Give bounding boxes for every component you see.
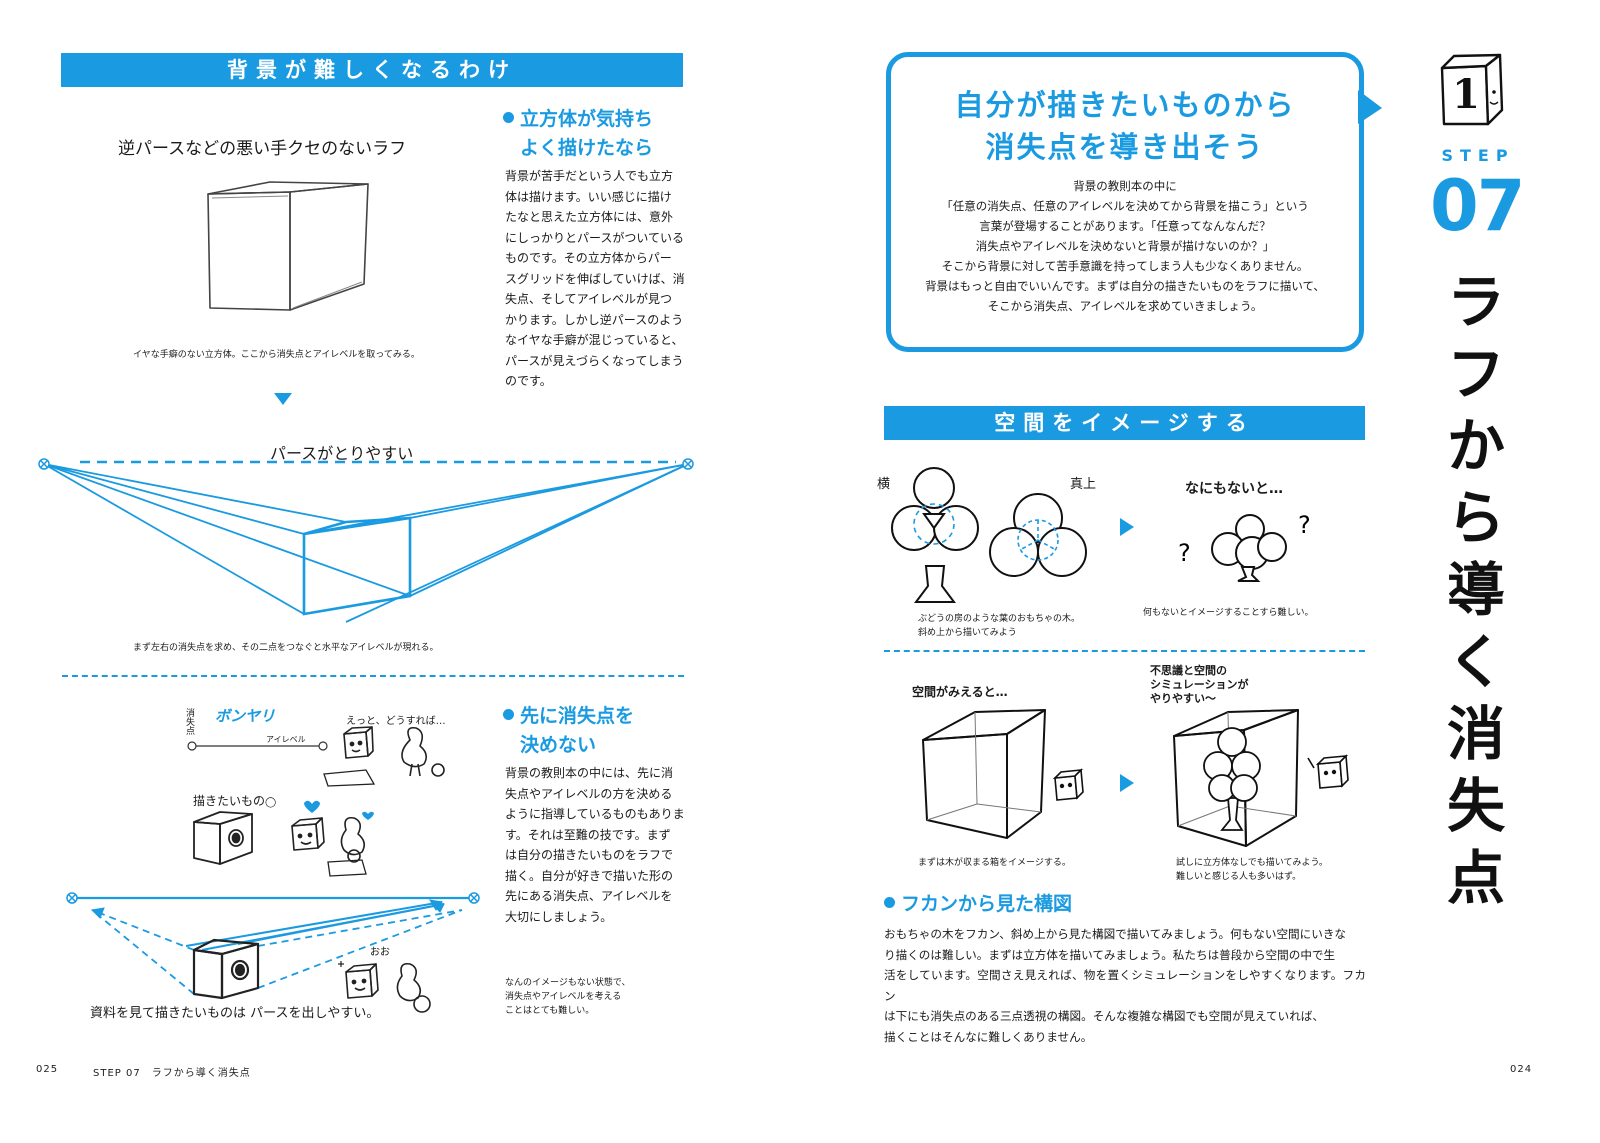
perspective-label: パースがとりやすい xyxy=(270,444,414,463)
page-number-right: 024 xyxy=(1510,1064,1533,1075)
reference-perspective-diagram xyxy=(66,892,480,1000)
speech-bubble-tail xyxy=(1358,90,1382,124)
mascot-cube-logo xyxy=(1440,53,1504,126)
section-title-bar-right: 空間をイメージする xyxy=(884,406,1365,440)
heading-dont-decide-first: 先に消失点を 決めない xyxy=(503,702,693,760)
body-text-1: 背景が苦手だという人でも立方体は描けます。いい感じに描けたなと思えた立方体には、… xyxy=(505,169,685,388)
tree-caption: ぶどうの房のような葉のおもちゃの木。斜め上から描いてみよう xyxy=(918,614,1081,638)
try-caption: 試しに立方体なしでも描いてみよう。難しいと感じる人も多いはず。 xyxy=(1176,858,1328,882)
question-mark-icon: ? xyxy=(1298,511,1311,539)
dashed-separator-left xyxy=(62,675,684,677)
logo-number: 1 xyxy=(1452,71,1480,118)
step-number: 07 xyxy=(1430,165,1525,247)
vertical-chapter-title: ラ フ か ら 導 く 消 失 点 xyxy=(1446,268,1505,912)
toy-tree-top-view xyxy=(989,493,1087,577)
space-visible-label: 空間がみえると… xyxy=(912,685,1008,699)
tree-in-cube-illustration xyxy=(1173,709,1349,847)
footer-title: STEP 07 ラフから導く消失点 xyxy=(93,1068,251,1079)
vanishing-point-caption: まず左右の消失点を求め、その二点をつなぐと水平なアイレベルが現れる。 xyxy=(133,643,439,653)
intro-speech-box xyxy=(886,52,1364,352)
vague-label: ボンヤリ xyxy=(215,707,276,725)
ring-icon: ◯ xyxy=(265,797,277,808)
question-mark-icon: ? xyxy=(1178,539,1191,567)
want-to-draw-label: 描きたいもの◯ xyxy=(193,794,277,808)
heading-cube-drawn: 立方体が気持ち よく描けたなら xyxy=(503,105,693,163)
floating-tree-illustration: ? ? xyxy=(1178,511,1311,582)
ooh-label: おお xyxy=(370,947,390,958)
heart-icon xyxy=(362,811,374,820)
vanishing-point-vertical-label: 消失点 xyxy=(184,708,194,735)
dashed-separator-right xyxy=(884,650,1365,652)
heart-icon xyxy=(304,800,320,813)
happy-mascot-illustration xyxy=(291,800,374,877)
vanishing-point-right-icon xyxy=(468,892,480,904)
body-text-3: おもちゃの木をフカン、斜め上から見た構図で描いてみましょう。何もない空間にいきな… xyxy=(884,927,1366,1044)
bullet-dot-icon xyxy=(503,112,514,123)
side-caption: なんのイメージもない状態で、消失点やアイレベルを考えることはとても難しい。 xyxy=(505,978,631,1016)
section-title-bar-left: 背景が難しくなるわけ xyxy=(61,53,683,87)
sparkle-icon xyxy=(338,961,344,967)
empty-cube-box-illustration xyxy=(922,709,1084,839)
right-arrow-icon xyxy=(1120,774,1134,792)
vanishing-point-right-icon xyxy=(682,458,694,470)
intro-text: 背景の教則本の中に「任意の消失点、任意のアイレベルを決めてから背景を描こう」とい… xyxy=(925,179,1325,313)
intro-title: 自分が描きたいものから 消失点を導き出そう xyxy=(954,88,1296,164)
side-view-label: 横 xyxy=(877,477,891,492)
right-arrow-icon xyxy=(1120,518,1134,536)
eyelevel-label: アイレベル xyxy=(266,735,306,744)
vague-eyelevel-line xyxy=(187,741,328,751)
confused-mascot-illustration xyxy=(323,726,445,787)
simulation-label: 不思議と空間のシミュレーションがやりやすい〜 xyxy=(1150,664,1249,705)
heading-bird-eye-view: フカンから見た構図 xyxy=(884,890,1184,919)
page-number-left: 025 xyxy=(36,1064,59,1075)
body-text-2: 背景の教則本の中には、先に消失点やアイレベルの方を決めるように指導しているものも… xyxy=(505,766,685,924)
two-point-perspective-diagram xyxy=(38,458,694,623)
reference-label: 資料を見て描きたいものは パースを出しやすい。 xyxy=(90,1006,380,1021)
section-title-left: 背景が難しくなるわけ xyxy=(227,58,517,82)
vanishing-point-left-icon xyxy=(66,892,78,904)
nothing-label: なにもないと… xyxy=(1185,481,1283,497)
box-with-hole-illustration xyxy=(193,811,253,865)
nothing-caption: 何もないとイメージすることすら難しい。 xyxy=(1143,608,1314,618)
bullet-dot-icon xyxy=(503,709,514,720)
box-caption: まずは木が収まる箱をイメージする。 xyxy=(918,858,1071,868)
bullet-dot-icon xyxy=(884,897,895,908)
step-word: STEP xyxy=(1441,146,1515,165)
toy-tree-side-view xyxy=(891,467,979,603)
down-arrow-icon xyxy=(274,393,292,405)
sketch-cube-illustration xyxy=(207,181,369,311)
rough-label: 逆パースなどの悪い手クセのないラフ xyxy=(118,139,407,159)
cube-caption: イヤな手癖のない立方体。ここから消失点とアイレベルを取ってみる。 xyxy=(133,350,420,360)
top-view-label: 真上 xyxy=(1070,477,1097,492)
confused-label: えっと、どうすれば… xyxy=(346,716,446,727)
excited-mascot-illustration xyxy=(338,961,431,1013)
vanishing-point-left-icon xyxy=(38,458,50,470)
section-title-right: 空間をイメージする xyxy=(994,411,1255,435)
